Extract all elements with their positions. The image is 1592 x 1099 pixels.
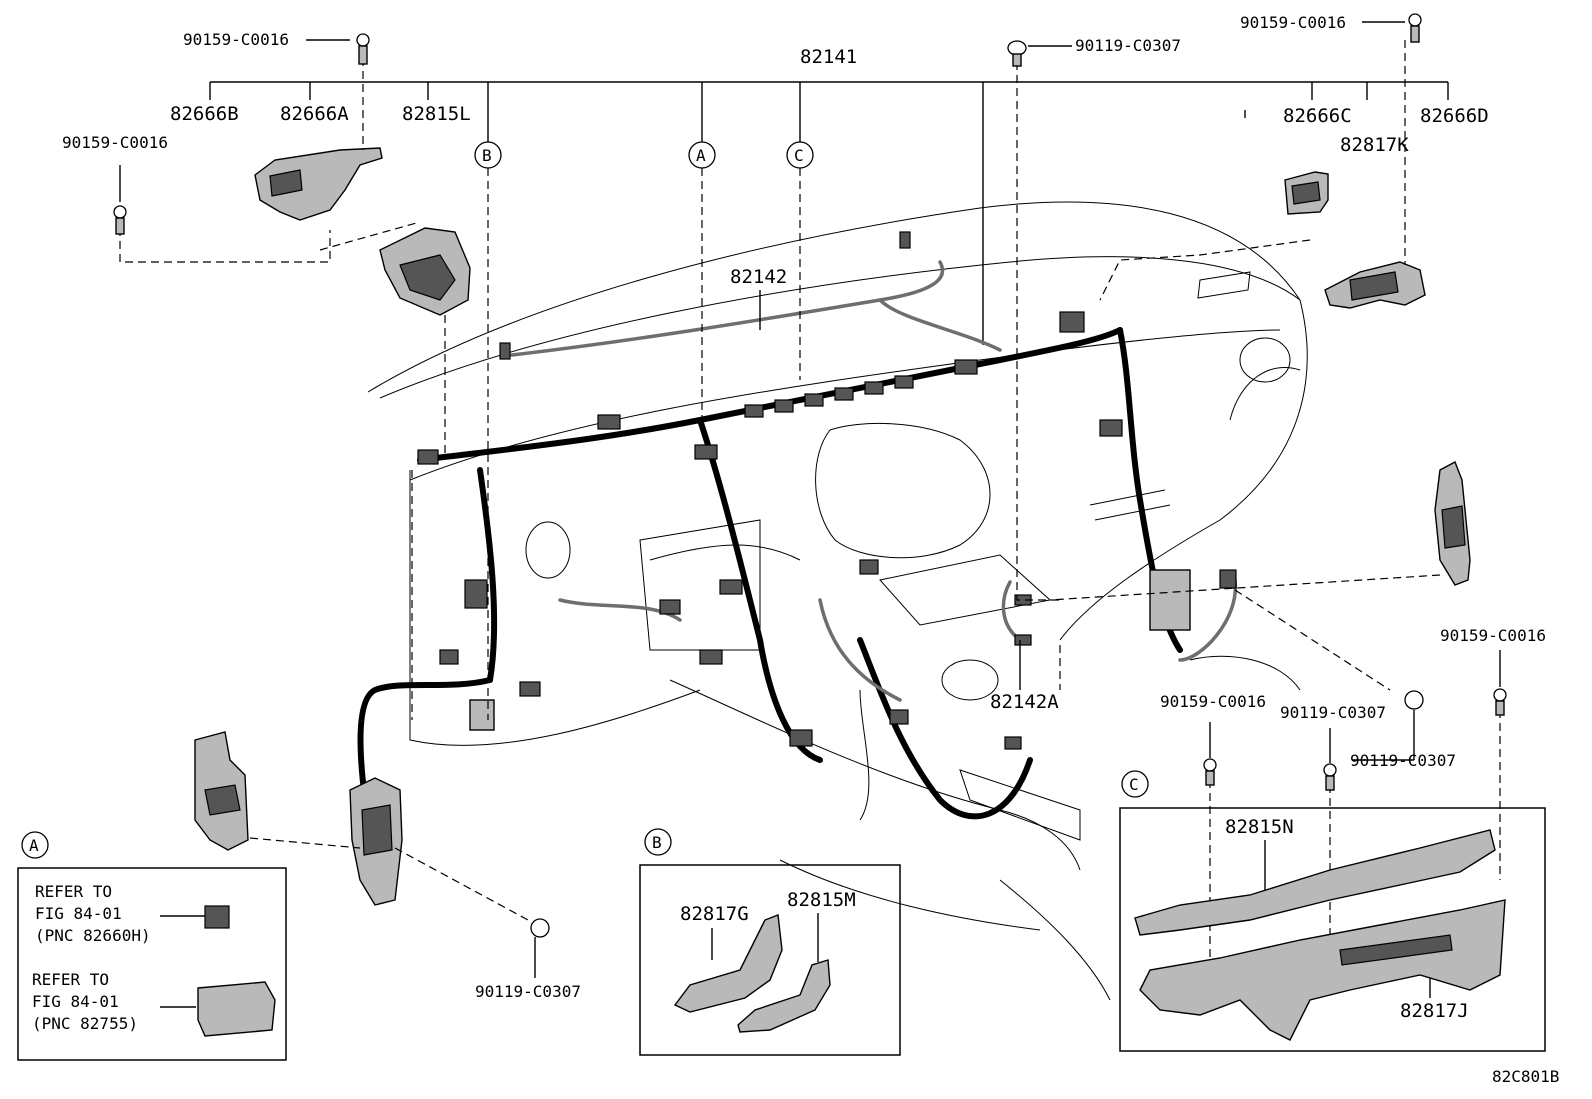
inset-c: C 82815N 82817J bbox=[1119, 770, 1546, 1052]
bracket-left-lower bbox=[349, 777, 403, 906]
inset-b-callout: B bbox=[652, 833, 662, 852]
callout-a-label: A bbox=[696, 146, 706, 165]
refer1-line2: FIG 84-01 bbox=[35, 904, 122, 923]
protector-82815n-part bbox=[1134, 829, 1496, 936]
bolt-icon-right bbox=[1493, 650, 1507, 716]
connector-82660h-icon bbox=[204, 905, 230, 929]
label-screw-top-center: 90119-C0307 bbox=[1075, 36, 1181, 55]
clamp-82817j-part bbox=[1139, 899, 1506, 1041]
callout-c-circle: C bbox=[786, 141, 814, 169]
bolt-icon-mid bbox=[1203, 722, 1217, 786]
bracket-82666d bbox=[1434, 461, 1471, 586]
refer2-line3: (PNC 82755) bbox=[32, 1014, 138, 1033]
label-bolt-top-right: 90159-C0016 bbox=[1240, 13, 1346, 32]
label-82142a: 82142A bbox=[990, 691, 1059, 713]
label-bolt-left: 90159-C0016 bbox=[62, 133, 168, 152]
label-82666c: 82666C bbox=[1283, 105, 1352, 127]
clamp-82817k bbox=[1324, 261, 1426, 309]
bracket-82666c bbox=[1284, 171, 1329, 215]
main-harness-leader bbox=[209, 81, 1449, 345]
label-screw-mid: 90119-C0307 bbox=[1280, 703, 1386, 722]
label-screw-right: 90119-C0307 bbox=[1350, 751, 1456, 770]
label-82815m: 82815M bbox=[787, 889, 856, 911]
label-82142: 82142 bbox=[730, 266, 787, 288]
label-bolt-right: 90159-C0016 bbox=[1440, 626, 1546, 645]
harness-connectors bbox=[417, 231, 1237, 750]
bolt-icon-left bbox=[113, 165, 127, 235]
bolt-icon-top-right bbox=[1362, 13, 1422, 43]
inset-a-callout: A bbox=[29, 836, 39, 855]
bracket-82666a bbox=[254, 147, 383, 221]
label-bolt-mid: 90159-C0016 bbox=[1160, 692, 1266, 711]
callout-b-label: B bbox=[482, 146, 492, 165]
label-82817g: 82817G bbox=[680, 903, 749, 925]
label-82141: 82141 bbox=[800, 46, 857, 68]
inset-b: B 82817G 82815M bbox=[639, 828, 901, 1056]
label-82666a: 82666A bbox=[280, 103, 349, 125]
callout-c-label: C bbox=[794, 146, 804, 165]
refer2-line2: FIG 84-01 bbox=[32, 992, 119, 1011]
label-82817k: 82817K bbox=[1340, 134, 1409, 156]
callout-b-circle: B bbox=[474, 141, 502, 169]
label-82817j: 82817J bbox=[1400, 1000, 1469, 1022]
label-82666d: 82666D bbox=[1420, 105, 1489, 127]
screw-icon-right bbox=[1352, 690, 1424, 761]
label-82815n: 82815N bbox=[1225, 816, 1294, 838]
refer1-line3: (PNC 82660H) bbox=[35, 926, 151, 945]
diagram-id: 82C801B bbox=[1492, 1067, 1559, 1086]
refer1-line1: REFER TO bbox=[35, 882, 112, 901]
label-bolt-top-left: 90159-C0016 bbox=[183, 30, 289, 49]
protector-82815l bbox=[379, 227, 471, 316]
inset-a: A REFER TO FIG 84-01 (PNC 82660H) REFER … bbox=[17, 831, 287, 1061]
callout-a-circle: A bbox=[688, 141, 716, 169]
refer2-line1: REFER TO bbox=[32, 970, 109, 989]
protector-82815m-part bbox=[737, 959, 831, 1033]
fastener-leaders bbox=[119, 40, 1501, 1010]
screw-icon-top-center bbox=[1007, 40, 1072, 67]
screw-icon-bottom-left bbox=[530, 918, 550, 978]
label-82666b: 82666B bbox=[170, 103, 239, 125]
clamp-82817g-part bbox=[673, 914, 783, 1013]
label-screw-bottom-left: 90119-C0307 bbox=[475, 982, 581, 1001]
module-82755-icon bbox=[197, 981, 276, 1037]
bolt-icon-top-left bbox=[306, 33, 370, 65]
screw-icon-mid bbox=[1323, 728, 1337, 791]
inset-c-callout: C bbox=[1129, 775, 1139, 794]
label-82815l: 82815L bbox=[402, 103, 471, 125]
bracket-82666b bbox=[194, 731, 249, 851]
